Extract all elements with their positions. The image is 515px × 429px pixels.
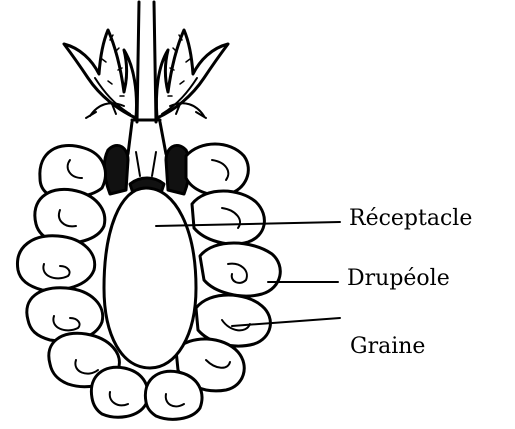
label-drupeole: Drupéole bbox=[347, 268, 450, 290]
neck bbox=[128, 120, 166, 176]
sepal-left bbox=[64, 30, 137, 118]
sepal-right bbox=[156, 30, 228, 118]
stem bbox=[137, 2, 156, 122]
label-receptacle: Réceptacle bbox=[349, 208, 472, 230]
receptacle bbox=[104, 188, 196, 368]
label-graine: Graine bbox=[350, 336, 425, 358]
